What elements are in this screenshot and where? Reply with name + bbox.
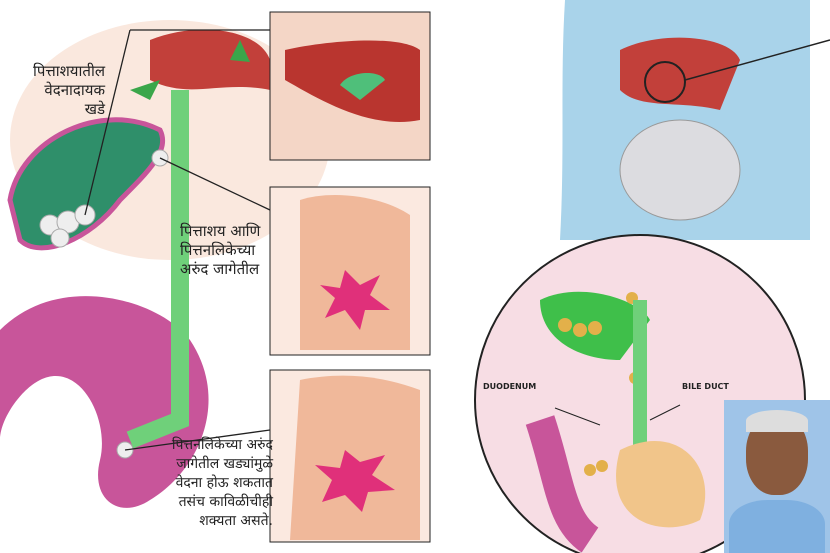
pain-burst: [320, 270, 390, 330]
author-photo: [724, 400, 830, 553]
label-line: वेदना होऊ शकतात: [175, 475, 273, 491]
gallstones: [39, 149, 169, 459]
label-line: पित्ताशय आणि: [180, 222, 261, 240]
arrow-icon: [130, 80, 160, 100]
label-line: जागेतील खड्यांमुळे: [176, 456, 273, 472]
label-bile-duct: BILE DUCT: [682, 382, 729, 391]
label-line: अरुंद जागेतील: [180, 260, 260, 278]
label-narrow-junction: पित्ताशय आणि पित्तनलिकेच्या अरुंद जागेती…: [180, 222, 260, 279]
label-line: शक्यता असते.: [199, 513, 273, 529]
label-duodenum: DUODENUM: [483, 382, 537, 391]
label-line: पित्तनलिकेच्या: [180, 241, 256, 259]
label-gallbladder-stones: पित्ताशयातील वेदनादायक खडे: [30, 62, 105, 119]
bile-duct: [126, 90, 189, 449]
label-duct-stones: पित्तनलिकेच्या अरुंद जागेतील खड्यांमुळे …: [145, 436, 273, 531]
label-line: पित्ताशयातील: [32, 62, 105, 80]
label-line: पित्तनलिकेच्या अरुंद: [171, 437, 273, 453]
label-line: खडे: [84, 100, 105, 118]
label-line: वेदनादायक: [44, 81, 105, 99]
pain-burst: [315, 450, 395, 512]
label-line: तसंच काविळीचीही: [178, 494, 273, 510]
duodenum: [0, 296, 209, 508]
arrow-icon: [230, 40, 250, 62]
